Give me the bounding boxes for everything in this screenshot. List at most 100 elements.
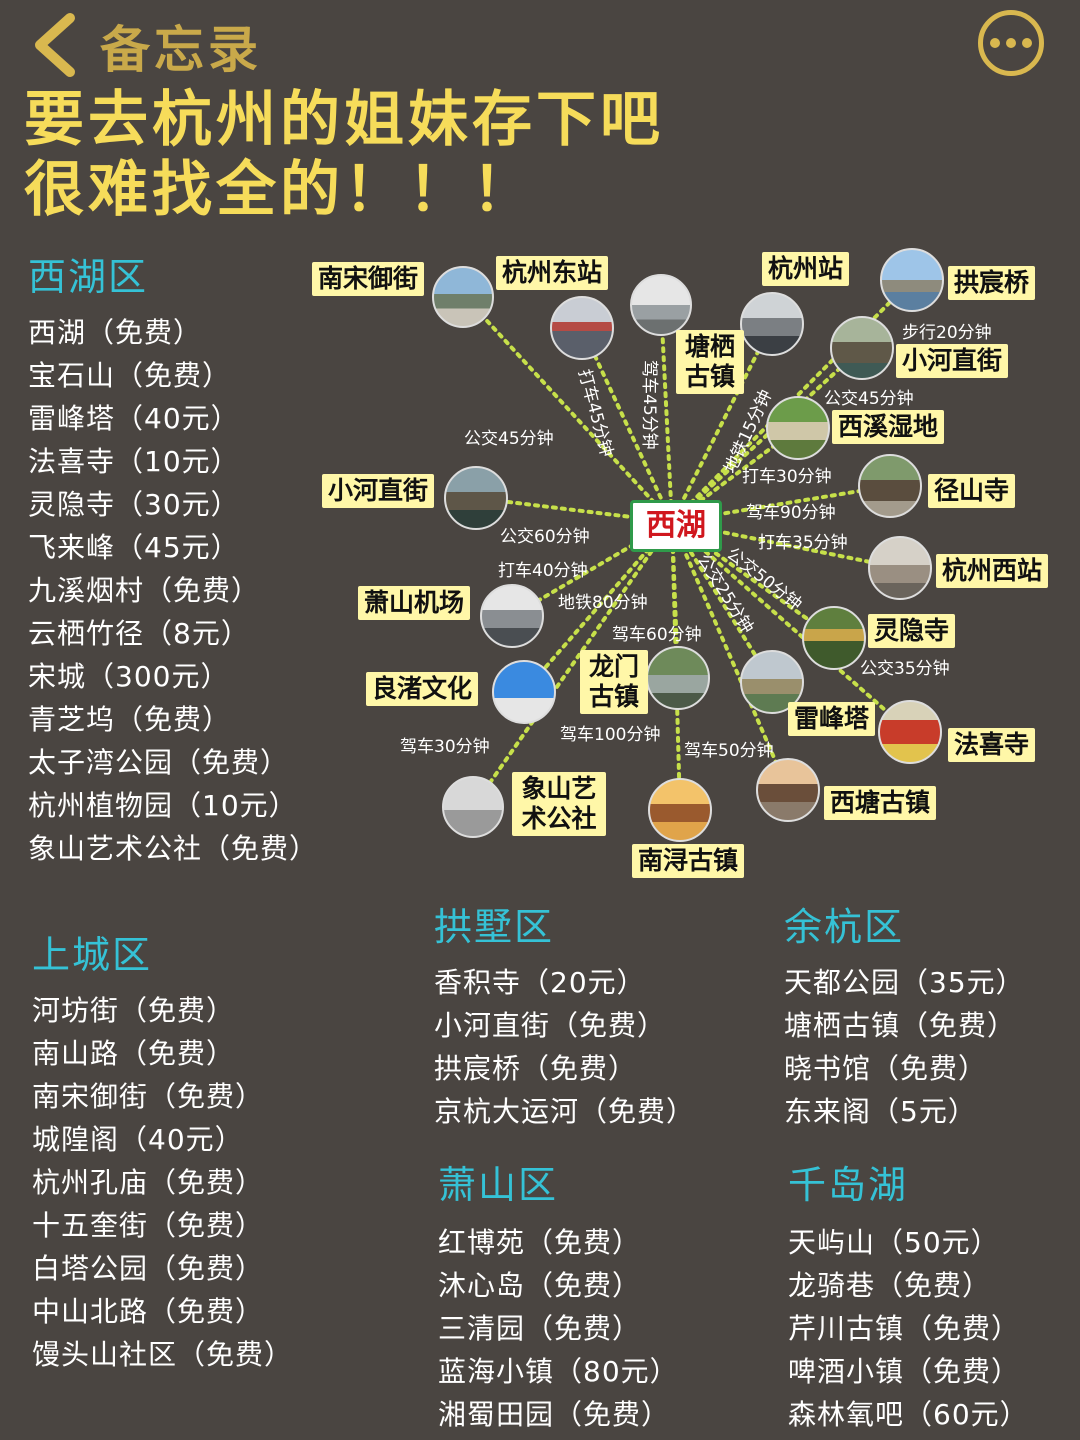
spot-item: 湘蜀田园（免费）: [438, 1398, 671, 1431]
node-label-nansong: 南宋御街: [312, 262, 425, 296]
district-title: 千岛湖: [788, 1163, 909, 1207]
spot-item: 九溪烟村（免费）: [28, 574, 261, 607]
node-label-jingshan: 径山寺: [928, 474, 1016, 508]
route-text: 打车35分钟: [758, 533, 848, 553]
spot-list: 香积寺（20元） 小河直街（免费） 拱宸桥（免费） 京杭大运河（免费）: [434, 961, 695, 1133]
spot-item: 西湖（免费）: [28, 316, 203, 349]
spot-item: 雷峰塔（40元）: [28, 402, 240, 435]
route-text: 打车40分钟: [498, 561, 588, 581]
spot-item: 香积寺（20元）: [434, 966, 646, 999]
photo-tangqi: [630, 274, 692, 336]
photo-nansong: [432, 266, 494, 328]
spot-list: 天屿山（50元）龙骑巷（免费）芹川古镇（免费）啤酒小镇（免费）森林氧吧（60元）: [788, 1221, 1029, 1436]
spot-item: 象山艺术公社（免费）: [28, 832, 319, 865]
spot-item: 龙骑巷（免费）: [788, 1269, 992, 1302]
district-title: 萧山区: [438, 1163, 559, 1207]
spot-item: 杭州植物园（10元）: [28, 789, 298, 822]
ellipsis-icon: [990, 38, 1000, 48]
route-text: 公交45分钟: [824, 389, 914, 409]
district-yuhang: 余杭区 天都公园（35元）塘栖古镇（免费）晓书馆（免费）东来阁（5元）: [784, 896, 1025, 1133]
node-label-hz-west: 杭州西站: [936, 554, 1049, 588]
map-center-xihu: 西湖: [630, 500, 722, 552]
spot-item: 太子湾公园（免费）: [28, 746, 290, 779]
spot-item: 宋城（300元）: [28, 660, 230, 693]
spot-list: 红博苑（免费）沐心岛（免费）三清园（免费）蓝海小镇（80元）湘蜀田园（免费）: [438, 1221, 679, 1436]
photo-hz-station: [740, 292, 804, 356]
route-text: 步行20分钟: [902, 323, 992, 343]
spot-item: 青芝坞（免费）: [28, 703, 232, 736]
photo-longmen: [646, 646, 710, 710]
spot-list: 河坊街（免费）南山路（免费）南宋御街（免费）城隍阁（40元）杭州孔庙（免费）十五…: [32, 989, 293, 1376]
photo-xiaohe-right: [830, 316, 894, 380]
node-label-xiaoshan-airport: 萧山机场: [358, 586, 471, 620]
photo-gongchen: [880, 248, 944, 312]
district-shangcheng: 上城区 河坊街（免费） 南山路（免费） 南宋御街（免费） 城隍阁（40元） 杭州孔庙（免…: [32, 924, 293, 1376]
node-label-hz-east: 杭州东站: [496, 256, 609, 290]
node-label-leifeng: 雷峰塔: [788, 702, 876, 736]
headline-line-2: 很难找全的！！！: [24, 155, 536, 225]
route-text: 打车45分钟: [573, 367, 617, 460]
nav-title: 备忘录: [100, 21, 262, 79]
route-text: 驾车45分钟: [639, 360, 659, 450]
route-text: 驾车30分钟: [400, 737, 490, 757]
photo-nanxun: [648, 778, 712, 842]
spot-item: 天屿山（50元）: [788, 1226, 1000, 1259]
node-label-lingyin: 灵隐寺: [868, 614, 956, 648]
back-button[interactable]: [26, 12, 86, 78]
photo-xiangshan: [442, 776, 504, 838]
node-label-nanxun: 南浔古镇: [632, 844, 745, 878]
spot-item: 城隍阁（40元）: [32, 1123, 244, 1156]
node-label-liangzhu: 良渚文化: [366, 672, 479, 706]
photo-hz-west: [868, 536, 932, 600]
spot-item: 塘栖古镇（免费）: [784, 1009, 1017, 1042]
route-text: 驾车50分钟: [684, 741, 774, 761]
spot-item: 南山路（免费）: [32, 1037, 236, 1070]
spot-item: 天都公园（35元）: [784, 966, 1025, 999]
photo-liangzhu: [492, 660, 556, 724]
spot-item: 蓝海小镇（80元）: [438, 1355, 679, 1388]
route-text: 公交35分钟: [860, 659, 950, 679]
spot-item: 白塔公园（免费）: [32, 1252, 265, 1285]
district-qiandaohu: 千岛湖 天屿山（50元）龙骑巷（免费）芹川古镇（免费）啤酒小镇（免费）森林氧吧（…: [788, 1154, 1029, 1436]
spot-item: 南宋御街（免费）: [32, 1080, 265, 1113]
district-title: 余杭区: [784, 905, 905, 949]
district-title: 上城区: [32, 933, 153, 977]
photo-xiaoshan-airport: [480, 584, 544, 648]
spot-item: 京杭大运河（免费）: [434, 1095, 696, 1128]
node-label-xixi: 西溪湿地: [832, 410, 945, 444]
photo-xixi: [766, 396, 830, 460]
photo-lingyin: [802, 606, 866, 670]
more-button[interactable]: [978, 10, 1044, 76]
node-label-tangqi: 塘栖古镇: [676, 330, 744, 394]
spot-item: 灵隐寺（30元）: [28, 488, 240, 521]
spot-item: 沐心岛（免费）: [438, 1269, 642, 1302]
district-xiaoshan: 萧山区 红博苑（免费）沐心岛（免费）三清园（免费）蓝海小镇（80元）湘蜀田园（免…: [438, 1154, 679, 1436]
spot-item: 红博苑（免费）: [438, 1226, 642, 1259]
spot-item: 中山北路（免费）: [32, 1295, 265, 1328]
spot-item: 芹川古镇（免费）: [788, 1312, 1021, 1345]
spot-list: 西湖（免费）宝石山（免费）雷峰塔（40元）法喜寺（10元）灵隐寺（30元）飞来峰…: [28, 311, 318, 870]
district-title: 西湖区: [28, 255, 149, 299]
spot-item: 啤酒小镇（免费）: [788, 1355, 1021, 1388]
photo-hz-east: [550, 296, 614, 360]
spot-item: 晓书馆（免费）: [784, 1052, 988, 1085]
node-label-xitang: 西塘古镇: [824, 786, 937, 820]
spot-item: 拱宸桥（免费）: [434, 1052, 638, 1085]
node-label-xiangshan: 象山艺术公社: [512, 772, 606, 836]
route-text: 地铁80分钟: [558, 593, 648, 613]
node-label-xiaohe-right: 小河直街: [896, 344, 1009, 378]
district-xihu: 西湖区 西湖（免费）宝石山（免费）雷峰塔（40元）法喜寺（10元）灵隐寺（30元…: [28, 246, 318, 870]
route-text: 驾车90分钟: [746, 503, 836, 523]
headline-line-1: 要去杭州的姐妹存下吧: [24, 85, 664, 155]
district-title: 拱墅区: [434, 905, 555, 949]
photo-jingshan: [858, 454, 922, 518]
spot-item: 杭州孔庙（免费）: [32, 1166, 265, 1199]
spot-item: 河坊街（免费）: [32, 994, 236, 1027]
photo-xiaohe-left: [444, 466, 508, 530]
node-label-gongchen: 拱宸桥: [948, 266, 1036, 300]
photo-faxi: [878, 700, 942, 764]
spot-item: 馒头山社区（免费）: [32, 1338, 294, 1371]
node-label-hz-station: 杭州站: [762, 252, 850, 286]
spot-item: 小河直街（免费）: [434, 1009, 667, 1042]
district-gongshu: 拱墅区 香积寺（20元） 小河直街（免费） 拱宸桥（免费） 京杭大运河（免费）: [434, 896, 695, 1133]
